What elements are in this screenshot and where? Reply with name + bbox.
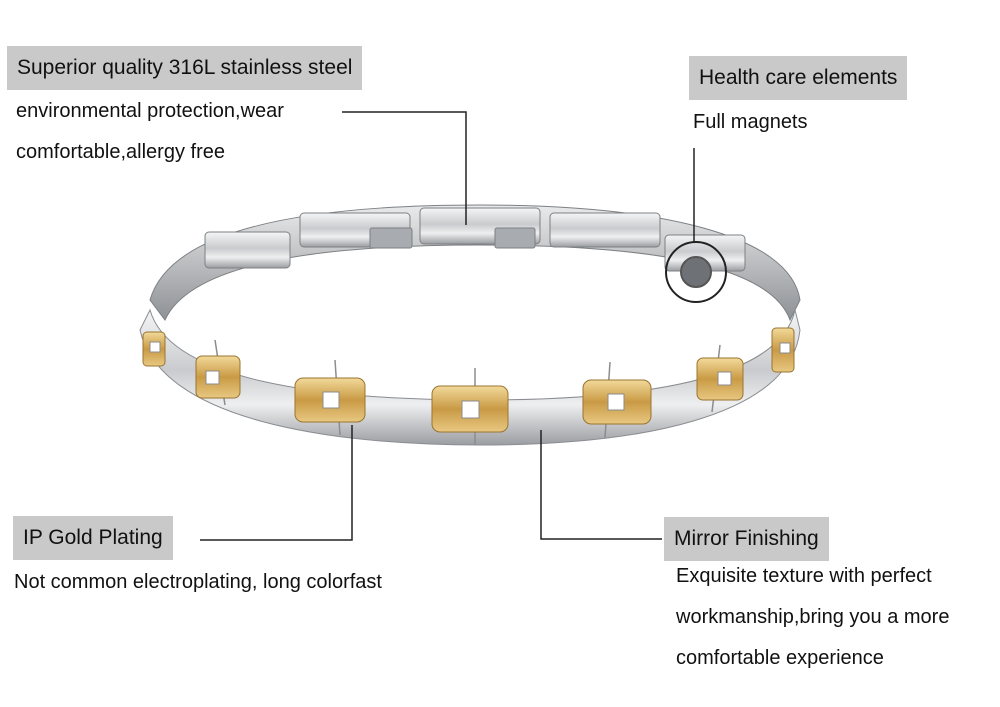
- magnet-highlight-circle: [665, 241, 727, 303]
- steel-callout-line: [342, 111, 467, 225]
- steel-label: Superior quality 316L stainless steel: [7, 46, 363, 90]
- gold-callout-line: [200, 425, 353, 541]
- mirror-desc-line-2: workmanship,bring you a more: [676, 606, 950, 628]
- mirror-desc-line-3: comfortable experience: [676, 647, 884, 669]
- gold-label: IP Gold Plating: [13, 516, 173, 560]
- mirror-callout-line: [540, 430, 662, 540]
- mirror-label: Mirror Finishing: [664, 517, 829, 561]
- steel-desc-line-2: comfortable,allergy free: [16, 141, 225, 163]
- mirror-desc-line-1: Exquisite texture with perfect: [676, 565, 932, 587]
- steel-desc-line-1: environmental protection,wear: [16, 100, 284, 122]
- gold-desc-line-1: Not common electroplating, long colorfas…: [14, 571, 382, 593]
- health-label: Health care elements: [689, 56, 908, 100]
- health-desc-line-1: Full magnets: [693, 111, 808, 133]
